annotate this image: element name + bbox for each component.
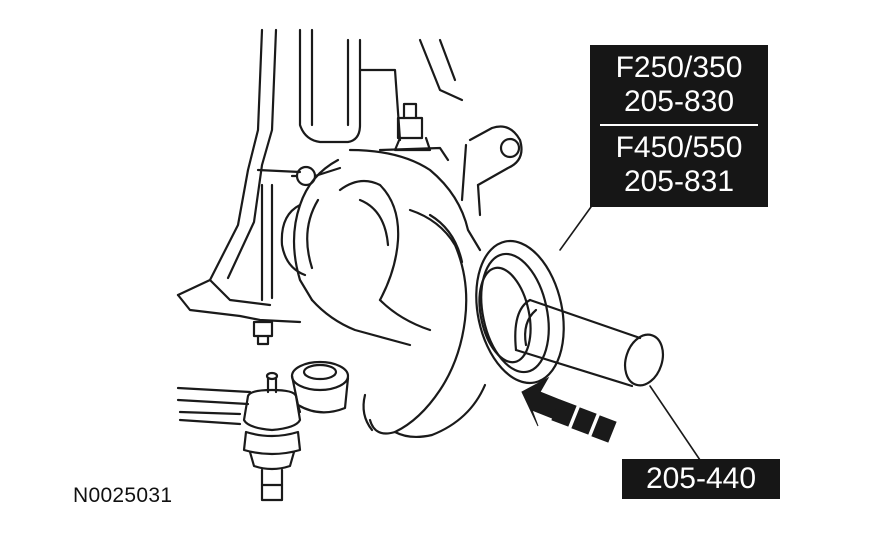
- tool-callout-upper: F250/350 205-830 F450/550 205-831: [590, 45, 768, 207]
- callout-model-a: F250/350: [615, 51, 743, 84]
- steering-knuckle: [280, 148, 487, 439]
- frame-rail: [176, 28, 464, 324]
- pivot-bracket: [460, 125, 523, 217]
- lower-boss: [290, 360, 350, 414]
- leader-upper: [559, 199, 597, 251]
- figure-id: N0025031: [73, 484, 173, 507]
- leader-lower: [649, 385, 701, 461]
- lower-nut: [252, 320, 274, 346]
- tie-rod-end: [176, 371, 302, 502]
- install-direction-arrow-icon: [521, 376, 617, 443]
- callout-tool-b: 205-831: [623, 165, 735, 198]
- callout-tool-a: 205-830: [623, 85, 735, 118]
- driver-handle: [514, 298, 665, 388]
- callout-divider: [600, 124, 758, 126]
- callout-model-b: F450/550: [615, 131, 743, 164]
- tool-callout-lower: 205-440: [622, 459, 780, 499]
- upper-bolt: [378, 102, 450, 162]
- leader-lines: [559, 199, 701, 461]
